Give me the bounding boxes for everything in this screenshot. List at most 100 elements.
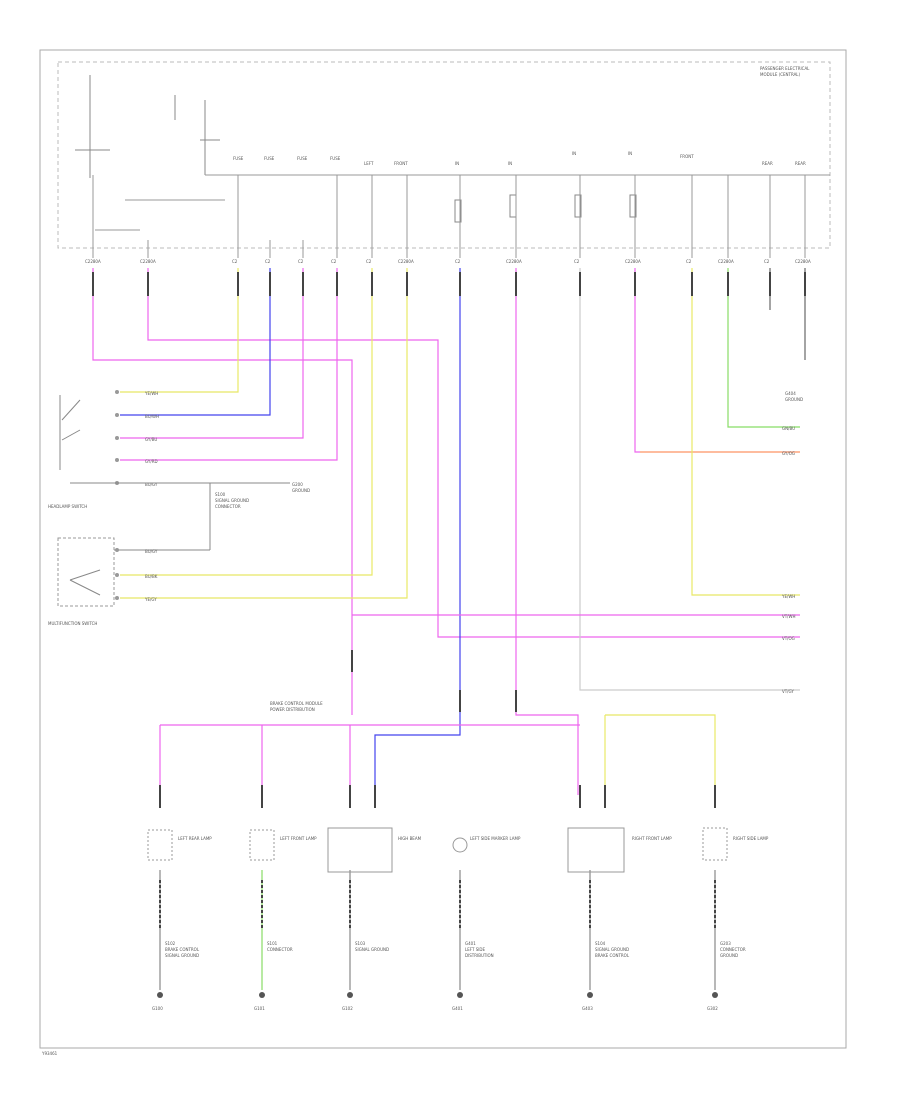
switch-wire-label: YE/WH: [144, 391, 158, 396]
lamp-boxes: [147, 827, 728, 873]
right-wire-label: VT/OG: [782, 636, 795, 641]
connector-label: C2: [686, 259, 692, 264]
connector-label: C2: [366, 259, 372, 264]
right-wire-label: GY/OG: [782, 451, 795, 456]
mf-wire-label: BU/GY: [145, 549, 158, 554]
mf-wire-label: YE/GY: [144, 597, 157, 602]
lamp-name: LEFT FRONT LAMP: [280, 836, 317, 841]
wire-connector-marks: [92, 272, 806, 930]
right-wire-labels: GN/BU GY/OG YE/WH VT/WH VT/OG VT/GY G404…: [781, 391, 803, 694]
wires: [92, 268, 806, 990]
lamp-ground-ref: GROUND: [720, 953, 738, 958]
lamp-ground-ref: BRAKE CONTROL: [595, 953, 630, 958]
splice-ref: S100: [215, 492, 226, 497]
lamp-name: HIGH BEAM: [398, 836, 422, 841]
module-pin-labels: FUSE FUSE FUSE FUSE LEFT FRONT IN IN IN …: [233, 151, 806, 166]
right-wire-label: VT/GY: [782, 689, 794, 694]
ground-label: G302: [707, 1006, 718, 1011]
lamp-ground-ref: S104: [595, 941, 606, 946]
lamp-name: RIGHT FRONT LAMP: [632, 836, 672, 841]
lamp-ground-ref: S101: [267, 941, 278, 946]
headlamp-switch: YE/WH BU/WH GY/BU GY/RD BU/GY HEADLAMP S…: [48, 390, 310, 550]
pin-label: IN: [508, 161, 512, 166]
ground-label: G101: [254, 1006, 265, 1011]
right-wire-label: YE/WH: [781, 594, 795, 599]
mf-wire-label: BU/BK: [145, 574, 158, 579]
connector-label: C2: [455, 259, 461, 264]
switch-wire-label: BU/GY: [145, 482, 158, 487]
connector-label: C2280A: [625, 259, 641, 264]
lower-splice-header: BRAKE CONTROL MODULE: [270, 701, 323, 706]
ground-symbol-icon: [157, 992, 163, 998]
connector-label: C2: [574, 259, 580, 264]
pin-label: LEFT: [364, 161, 374, 166]
lamp-name: RIGHT SIDE LAMP: [733, 836, 769, 841]
lamp-ground-ref: S103: [355, 941, 366, 946]
ground-symbol-icon: [712, 992, 718, 998]
connector-label: C2: [331, 259, 337, 264]
switch-wire-label: GY/BU: [145, 437, 157, 442]
module-pin-stubs: [92, 175, 806, 258]
right-wire-label: GN/BU: [782, 426, 795, 431]
pin-label: FUSE: [297, 156, 308, 161]
diagram-frame: [39, 49, 847, 1049]
pin-label: IN: [628, 151, 632, 156]
connector-label: C2: [298, 259, 304, 264]
ground-symbol-icon: [259, 992, 265, 998]
footer-id: Y93461: [41, 1051, 58, 1056]
connector-label: C2280A: [506, 259, 522, 264]
pin-label: REAR: [762, 161, 773, 166]
lamp-ground-ref: G401: [465, 941, 476, 946]
lamp-name: LEFT SIDE MARKER LAMP: [470, 836, 521, 841]
pin-label: REAR: [795, 161, 806, 166]
connector-label: C2280A: [398, 259, 414, 264]
right-ground-ref: GROUND: [785, 397, 803, 402]
grounds: G100 G101 G102 G401 G403 G302: [152, 992, 718, 1011]
switch-wire-label: BU/WH: [145, 414, 159, 419]
ground-label: G401: [452, 1006, 463, 1011]
connector-labels: C2280A C2280A C2 C2 C2 C2 C2 C2280A C2 C…: [85, 259, 811, 264]
lamp-ground-ref: SIGNAL GROUND: [595, 947, 629, 952]
ground-symbol-icon: [587, 992, 593, 998]
connector-label: C2280A: [85, 259, 101, 264]
multifunction-switch: BU/GY BU/BK YE/GY MULTIFUNCTION SWITCH: [48, 537, 210, 626]
ground-symbol-icon: [457, 992, 463, 998]
pin-label: IN: [455, 161, 459, 166]
lamp-ground-ref: DISTRIBUTION: [465, 953, 494, 958]
connector-label: C2280A: [795, 259, 811, 264]
splice-ref: SIGNAL GROUND: [215, 498, 249, 503]
pin-label: FUSE: [233, 156, 244, 161]
connector-label: C2280A: [718, 259, 734, 264]
switch-wire-label: GY/RD: [145, 459, 158, 464]
header-right-2: MODULE (CENTRAL): [760, 72, 801, 77]
header-right-1: PASSENGER ELECTRICAL: [760, 66, 810, 71]
connector-label: C2: [232, 259, 238, 264]
pin-label: IN: [572, 151, 576, 156]
ground-ref: G200: [292, 482, 303, 487]
connector-label: C2: [764, 259, 770, 264]
lamp-ground-ref: SIGNAL GROUND: [355, 947, 389, 952]
multifunction-switch-label: MULTIFUNCTION SWITCH: [48, 621, 97, 626]
ground-symbol-icon: [347, 992, 353, 998]
lamp-ground-ref: LEFT SIDE: [465, 947, 486, 952]
connector-label: C2: [265, 259, 271, 264]
ground-label: G100: [152, 1006, 163, 1011]
pin-label: FRONT: [394, 161, 408, 166]
module-resistors: [454, 194, 637, 223]
ground-label: G403: [582, 1006, 593, 1011]
headlamp-switch-label: HEADLAMP SWITCH: [48, 504, 87, 509]
lower-splice-header: POWER DISTRIBUTION: [270, 707, 315, 712]
lamp-labels: LEFT REAR LAMP LEFT FRONT LAMP HIGH BEAM…: [178, 836, 769, 841]
lamp-ground-ref: S102: [165, 941, 176, 946]
pin-label: FUSE: [330, 156, 341, 161]
ground-ref: GROUND: [292, 488, 310, 493]
lamp-ground-ref: CONNECTOR: [720, 947, 746, 952]
lamp-ground-refs: S102 BRAKE CONTROL SIGNAL GROUND S101 CO…: [165, 941, 746, 958]
lamp-ground-ref: BRAKE CONTROL: [165, 947, 200, 952]
right-ground-ref: G404: [785, 391, 796, 396]
pin-label: FRONT: [680, 154, 694, 159]
pin-label: FUSE: [264, 156, 275, 161]
lamp-ground-ref: SIGNAL GROUND: [165, 953, 199, 958]
lamp-ground-ref: G203: [720, 941, 731, 946]
